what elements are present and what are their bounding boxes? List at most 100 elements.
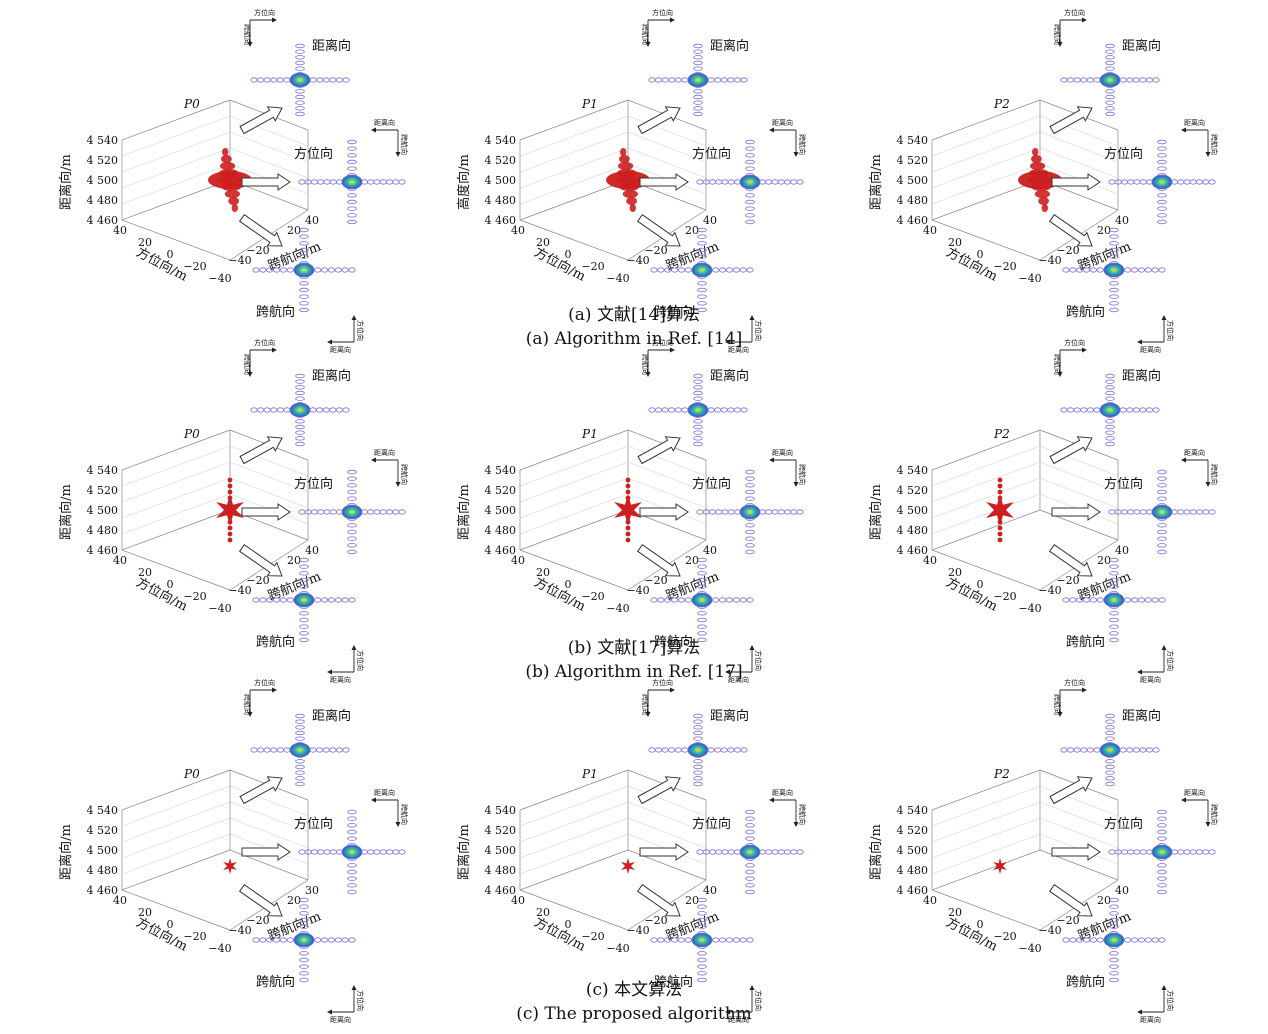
contour-ellipse <box>733 747 742 753</box>
grid-line <box>121 131 231 173</box>
contour-ellipse <box>1133 849 1141 855</box>
inset-arrowhead <box>1181 127 1186 133</box>
inset-arrowhead <box>1082 347 1087 353</box>
point-label: P1 <box>581 767 598 781</box>
contour-ellipse <box>674 407 682 413</box>
contour-ellipse <box>1108 509 1116 515</box>
contour-ellipse <box>1119 77 1127 83</box>
contour-ellipse <box>1080 407 1088 413</box>
contour-ellipse <box>693 436 703 441</box>
contour-ellipse <box>299 917 309 923</box>
contour-ellipse <box>697 897 707 903</box>
contour-ellipse <box>1127 179 1135 185</box>
contour-ellipse <box>299 911 309 916</box>
contour-ellipse <box>317 179 325 185</box>
contour-ellipse <box>310 509 319 515</box>
y-tick-label: 20 <box>287 894 301 907</box>
z-tick-label: 4 500 <box>87 174 119 187</box>
grid-line <box>931 147 1041 189</box>
contour-ellipse <box>335 407 344 413</box>
contour-ellipse <box>1105 436 1115 441</box>
grid-line <box>519 833 629 875</box>
contour-ellipse <box>1133 509 1141 515</box>
grid-line <box>627 131 707 163</box>
contour-ellipse <box>697 234 707 239</box>
target-dot <box>625 525 631 531</box>
y-tick-label: −40 <box>1038 584 1061 597</box>
contour-ellipse <box>1144 597 1152 603</box>
projection-label-azimuth: 方位向 <box>692 476 731 492</box>
contour-ellipse <box>299 241 309 246</box>
axis-box-edge <box>519 179 629 221</box>
contour-ellipse <box>299 234 309 239</box>
psf-mainlobe <box>293 262 315 278</box>
contour-ellipse <box>1109 631 1119 636</box>
contour-ellipse <box>1152 77 1160 83</box>
point-label: P2 <box>993 427 1010 441</box>
contour-ellipse <box>252 937 260 943</box>
contour-ellipse <box>1073 407 1081 413</box>
inset-arrowhead <box>395 822 401 827</box>
contour-ellipse <box>299 227 309 233</box>
projection-arrow <box>1049 106 1093 135</box>
contour-ellipse <box>681 77 689 83</box>
inset-axis-label: 跨航向 <box>641 24 650 45</box>
projection-label-range: 距离向 <box>1122 368 1161 384</box>
psf-mainlobe <box>691 592 713 608</box>
grid-line <box>519 801 629 843</box>
contour-ellipse <box>1109 577 1119 583</box>
contour-ellipse <box>697 624 707 629</box>
contour-ellipse <box>1177 849 1185 855</box>
contour-ellipse <box>295 719 305 724</box>
projection-arrow <box>1049 436 1093 465</box>
x-tick-label: 20 <box>948 236 962 249</box>
contour-ellipse <box>335 747 344 753</box>
contour-ellipse <box>1105 396 1115 401</box>
grid-line <box>519 785 629 827</box>
z-tick-label: 4 480 <box>485 524 517 537</box>
contour-ellipse <box>1157 523 1167 528</box>
contour-ellipse <box>299 584 309 589</box>
contour-ellipse <box>1130 937 1139 943</box>
contour-ellipse <box>697 301 707 306</box>
contour-ellipse <box>299 307 309 313</box>
contour-ellipse <box>1151 937 1159 943</box>
inset-arrowhead <box>670 17 675 23</box>
projection-label-cross: 跨航向 <box>1066 634 1105 650</box>
contour-ellipse <box>263 747 271 753</box>
contour-ellipse <box>347 139 357 145</box>
contour-ellipse <box>1089 937 1098 943</box>
contour-ellipse <box>693 43 703 49</box>
contour-ellipse <box>1145 407 1154 413</box>
grid-line <box>1039 785 1119 817</box>
contour-ellipse <box>347 489 357 495</box>
psf-mainlobe <box>293 592 315 608</box>
contour-ellipse <box>295 436 305 441</box>
contour-ellipse <box>1119 407 1127 413</box>
inset-arrowhead <box>1137 669 1142 675</box>
contour-ellipse <box>295 89 305 94</box>
x-tick-label: 0 <box>977 918 984 931</box>
contour-ellipse <box>745 159 755 165</box>
contour-ellipse <box>272 597 281 603</box>
grid-line <box>229 785 309 817</box>
contour-ellipse <box>720 77 728 83</box>
inset-axis-label: 距离向 <box>1140 345 1161 354</box>
grid-line <box>519 817 629 859</box>
grid-line <box>931 493 1041 535</box>
contour-ellipse <box>398 509 406 515</box>
axis-box-edge <box>519 429 629 471</box>
contour-ellipse <box>1144 267 1152 273</box>
grid-line <box>627 461 707 493</box>
contour-ellipse <box>286 937 294 943</box>
contour-ellipse <box>661 747 669 753</box>
contour-ellipse <box>693 441 703 447</box>
contour-ellipse <box>295 390 305 396</box>
contour-ellipse <box>693 385 703 390</box>
contour-ellipse <box>707 407 715 413</box>
contour-ellipse <box>697 294 707 299</box>
contour-ellipse <box>745 153 755 158</box>
contour-ellipse <box>320 267 329 273</box>
grid-line <box>627 817 707 849</box>
